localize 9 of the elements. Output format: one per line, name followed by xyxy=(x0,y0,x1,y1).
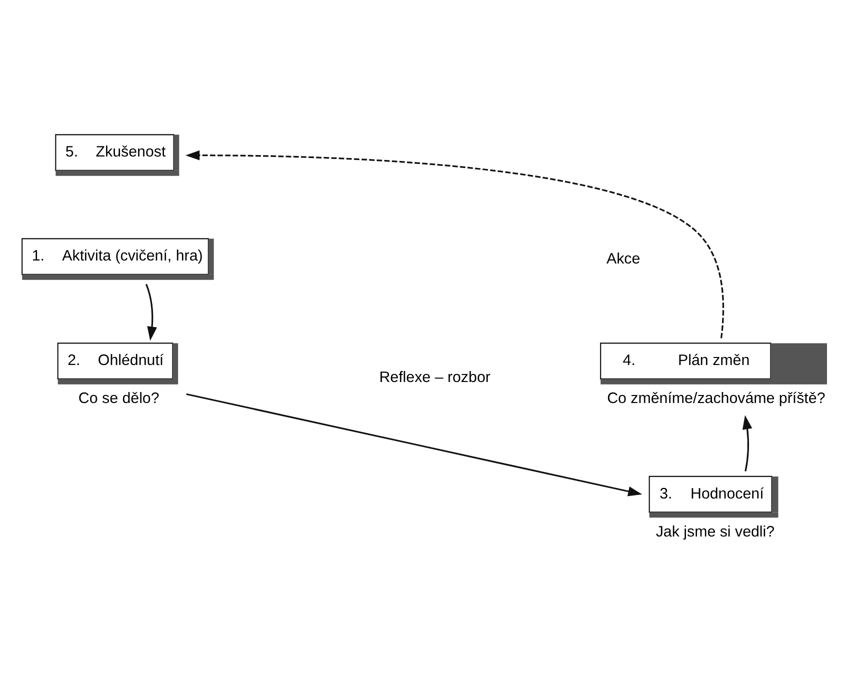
arrow xyxy=(186,393,642,496)
label: Reflexe – rozbor xyxy=(379,368,490,386)
label: Akce xyxy=(606,250,640,268)
node-label: Co změníme/zachováme příště? xyxy=(607,390,826,408)
arrow xyxy=(185,150,724,338)
node-label: Jak jsme si vedli? xyxy=(656,523,775,540)
arrow xyxy=(146,284,157,341)
arrow xyxy=(742,415,752,472)
node-label: Co se dělo? xyxy=(78,390,160,408)
